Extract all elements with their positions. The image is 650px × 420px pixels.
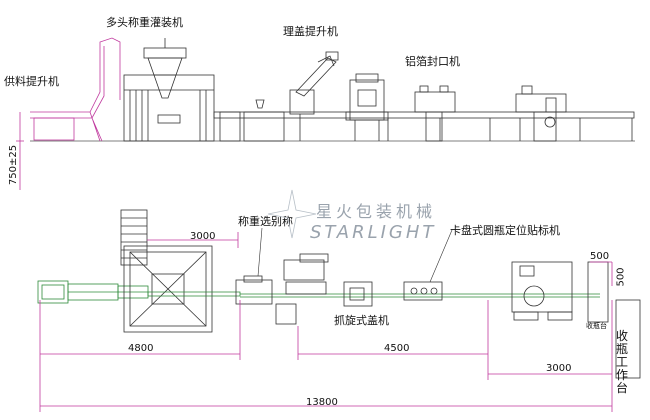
table-segment xyxy=(219,99,285,142)
label-checkweigher: 称重选别称 xyxy=(238,215,293,228)
label-cap-elevator: 理盖提升机 xyxy=(283,25,338,38)
cap-elevator xyxy=(289,51,339,141)
label-multihead-filler: 多头称重灌装机 xyxy=(106,16,183,29)
capper-plan xyxy=(283,253,373,307)
labeler-plan xyxy=(511,261,573,321)
elevation-conveyor xyxy=(213,111,635,141)
label-foil-sealer: 铝箔封口机 xyxy=(405,55,460,68)
labeler-side xyxy=(515,85,567,142)
elevation-view xyxy=(30,37,635,142)
dimension-3000-top: 3000 xyxy=(190,231,216,242)
plan-dimensions xyxy=(39,232,613,412)
dimension-4500: 4500 xyxy=(384,343,410,354)
label-labeler: 卡盘式圆瓶定位贴标机 xyxy=(450,224,560,237)
watermark-logo-cn: 星火包装机械 xyxy=(316,202,437,221)
feeder-elevator xyxy=(30,37,121,142)
capper-side xyxy=(345,73,389,141)
dimension-3000-bottom: 3000 xyxy=(546,363,572,374)
label-feeder: 供料提升机 xyxy=(4,75,59,88)
dimension-500-horizontal: 500 xyxy=(590,251,610,262)
dimension-500-vertical: 500 xyxy=(615,267,627,287)
multihead-filler xyxy=(123,38,215,142)
dimension-4800: 4800 xyxy=(128,343,154,354)
callouts xyxy=(257,227,453,283)
watermark-star-icon xyxy=(267,189,317,239)
foil-sealer xyxy=(414,85,456,142)
label-capper: 抓旋式盖机 xyxy=(334,314,389,327)
filler-platform xyxy=(123,245,213,333)
small-table-tag: 收瓶台 xyxy=(586,322,607,330)
label-collection-table: 收瓶工作台 xyxy=(615,329,628,395)
height-dimension xyxy=(16,112,24,190)
plan-conveyor xyxy=(147,291,600,298)
label-height: 750±25 xyxy=(8,144,20,186)
dimension-13800: 13800 xyxy=(306,397,338,408)
foil-sealer-plan xyxy=(403,281,443,301)
feeder-plan xyxy=(37,280,149,304)
watermark-logo-en: STARLIGHT xyxy=(310,222,437,243)
access-ladder xyxy=(120,209,148,266)
checkweigher-plan xyxy=(235,275,297,325)
